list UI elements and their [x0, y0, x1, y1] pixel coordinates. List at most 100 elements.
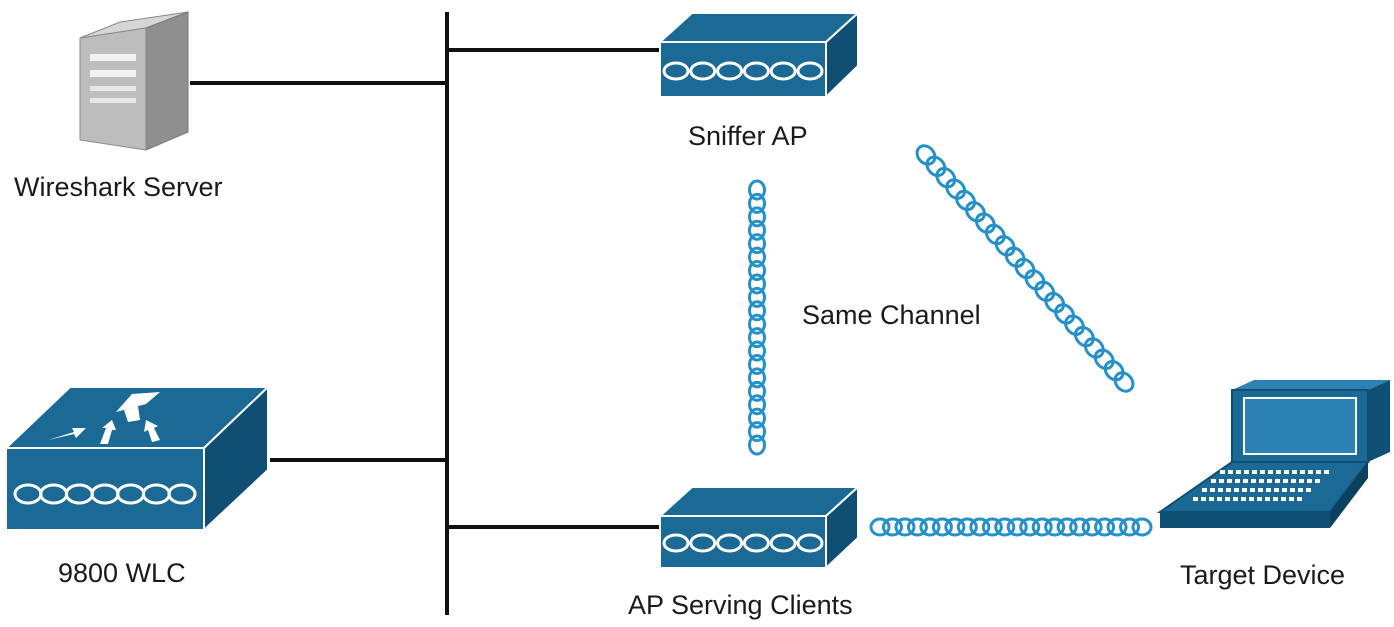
device-signal-pattern	[742, 61, 770, 81]
wireless-signal-link	[919, 517, 941, 537]
wireless-signal-link	[955, 189, 977, 212]
wireless-signal-link	[981, 517, 1003, 537]
laptop-key	[1297, 497, 1302, 501]
laptop-key	[1299, 479, 1304, 483]
laptop-key	[1308, 470, 1313, 474]
laptop-key	[1275, 479, 1280, 483]
laptop-key	[1283, 479, 1288, 483]
laptop-key	[1243, 479, 1248, 483]
laptop-key	[1209, 497, 1214, 501]
wireless-signal-link	[894, 517, 916, 537]
laptop-key	[1260, 470, 1265, 474]
wireless-signal-link	[994, 517, 1016, 537]
laptop-key	[1251, 479, 1256, 483]
laptop-key	[1244, 470, 1249, 474]
wireless-signal-link	[748, 179, 766, 201]
wireless-link-serving-ap-to-target	[869, 517, 1153, 537]
laptop-icon	[1156, 380, 1390, 528]
wireless-signal-link	[945, 178, 967, 200]
wireless-signal-link	[748, 219, 766, 241]
wireless-signal-link	[748, 367, 766, 389]
wireless-signal-link	[748, 192, 766, 214]
wireless-signal-link	[944, 517, 966, 537]
label-sniffer-ap: Sniffer AP	[688, 121, 808, 151]
wireless-signal-link	[1014, 257, 1036, 280]
laptop-key	[1235, 479, 1240, 483]
wireless-signal-link	[931, 517, 953, 537]
laptop-key	[1324, 470, 1329, 474]
laptop-key	[1242, 488, 1247, 492]
wireless-signal-link	[1106, 517, 1128, 537]
wireless-signal-link	[748, 273, 766, 295]
label-serving-ap: AP Serving Clients	[628, 590, 853, 620]
label-wireshark-server: Wireshark Server	[14, 172, 223, 202]
wireless-signal-link	[1094, 517, 1116, 537]
laptop-key	[1210, 488, 1215, 492]
laptop-key	[1257, 497, 1262, 501]
laptop-key	[1274, 488, 1279, 492]
laptop-key	[1267, 479, 1272, 483]
laptop-key	[1193, 497, 1198, 501]
wireless-signal-link	[869, 517, 891, 537]
wlc-signal-pattern	[13, 483, 197, 505]
laptop-key	[1282, 488, 1287, 492]
wireless-signal-link	[915, 144, 937, 166]
laptop-key	[1266, 488, 1271, 492]
wireless-signal-link	[1004, 246, 1026, 268]
device-signal-pattern	[742, 533, 770, 553]
laptop-key	[1259, 479, 1264, 483]
laptop-key	[1291, 479, 1296, 483]
laptop-key	[1300, 470, 1305, 474]
laptop-key	[1217, 497, 1222, 501]
wireless-signal-link	[748, 313, 766, 335]
laptop-key	[1220, 470, 1225, 474]
wireless-signal-link	[1093, 348, 1115, 370]
laptop-key	[1258, 488, 1263, 492]
wireless-signal-link	[906, 517, 928, 537]
wireless-signal-link	[1044, 291, 1066, 314]
laptop-key	[1276, 470, 1281, 474]
wireless-signal-link	[1019, 517, 1041, 537]
wireless-signal-link	[974, 212, 996, 234]
device-signal-pattern	[167, 483, 197, 505]
device-signal-pattern	[716, 61, 744, 81]
laptop-key	[1219, 479, 1224, 483]
laptop-key	[1307, 479, 1312, 483]
wireless-signal-link	[748, 421, 766, 443]
wireless-signal-link	[748, 206, 766, 228]
access-point-icon	[657, 10, 861, 100]
laptop-key	[1252, 470, 1257, 474]
device-signal-pattern	[796, 533, 824, 553]
wireless-signal-link	[748, 340, 766, 362]
wireless-signal-link	[935, 167, 957, 189]
wireless-signal-link	[965, 201, 986, 223]
laptop-key	[1284, 470, 1289, 474]
laptop-key	[1306, 488, 1311, 492]
wireless-signal-link	[748, 246, 766, 268]
laptop-key	[1241, 497, 1246, 501]
laptop-key	[1236, 470, 1241, 474]
wireless-signal-link	[1073, 325, 1095, 348]
device-signal-pattern	[769, 533, 797, 553]
device-signal-pattern	[716, 533, 744, 553]
wireless-lan-controller-icon	[3, 384, 271, 533]
device-signal-pattern	[689, 61, 717, 81]
device-signal-pattern	[689, 533, 717, 553]
wireless-signal-link	[748, 260, 766, 282]
wireless-signal-link	[1054, 303, 1076, 325]
wireless-signal-link	[748, 434, 766, 456]
laptop-key	[1218, 488, 1223, 492]
laptop-key	[1268, 470, 1273, 474]
laptop-key	[1265, 497, 1270, 501]
wireless-signal-link	[1056, 517, 1078, 537]
laptop-key	[1316, 470, 1321, 474]
wireless-signal-link	[1034, 280, 1056, 302]
wireless-signal-link	[748, 353, 766, 375]
label-wlc: 9800 WLC	[58, 558, 186, 588]
laptop-key	[1201, 497, 1206, 501]
wireless-signal-link	[1113, 371, 1135, 393]
wireless-signal-link	[984, 223, 1006, 246]
wireless-signal-link	[969, 517, 991, 537]
wireless-signal-link	[1083, 337, 1105, 359]
laptop-key	[1250, 488, 1255, 492]
